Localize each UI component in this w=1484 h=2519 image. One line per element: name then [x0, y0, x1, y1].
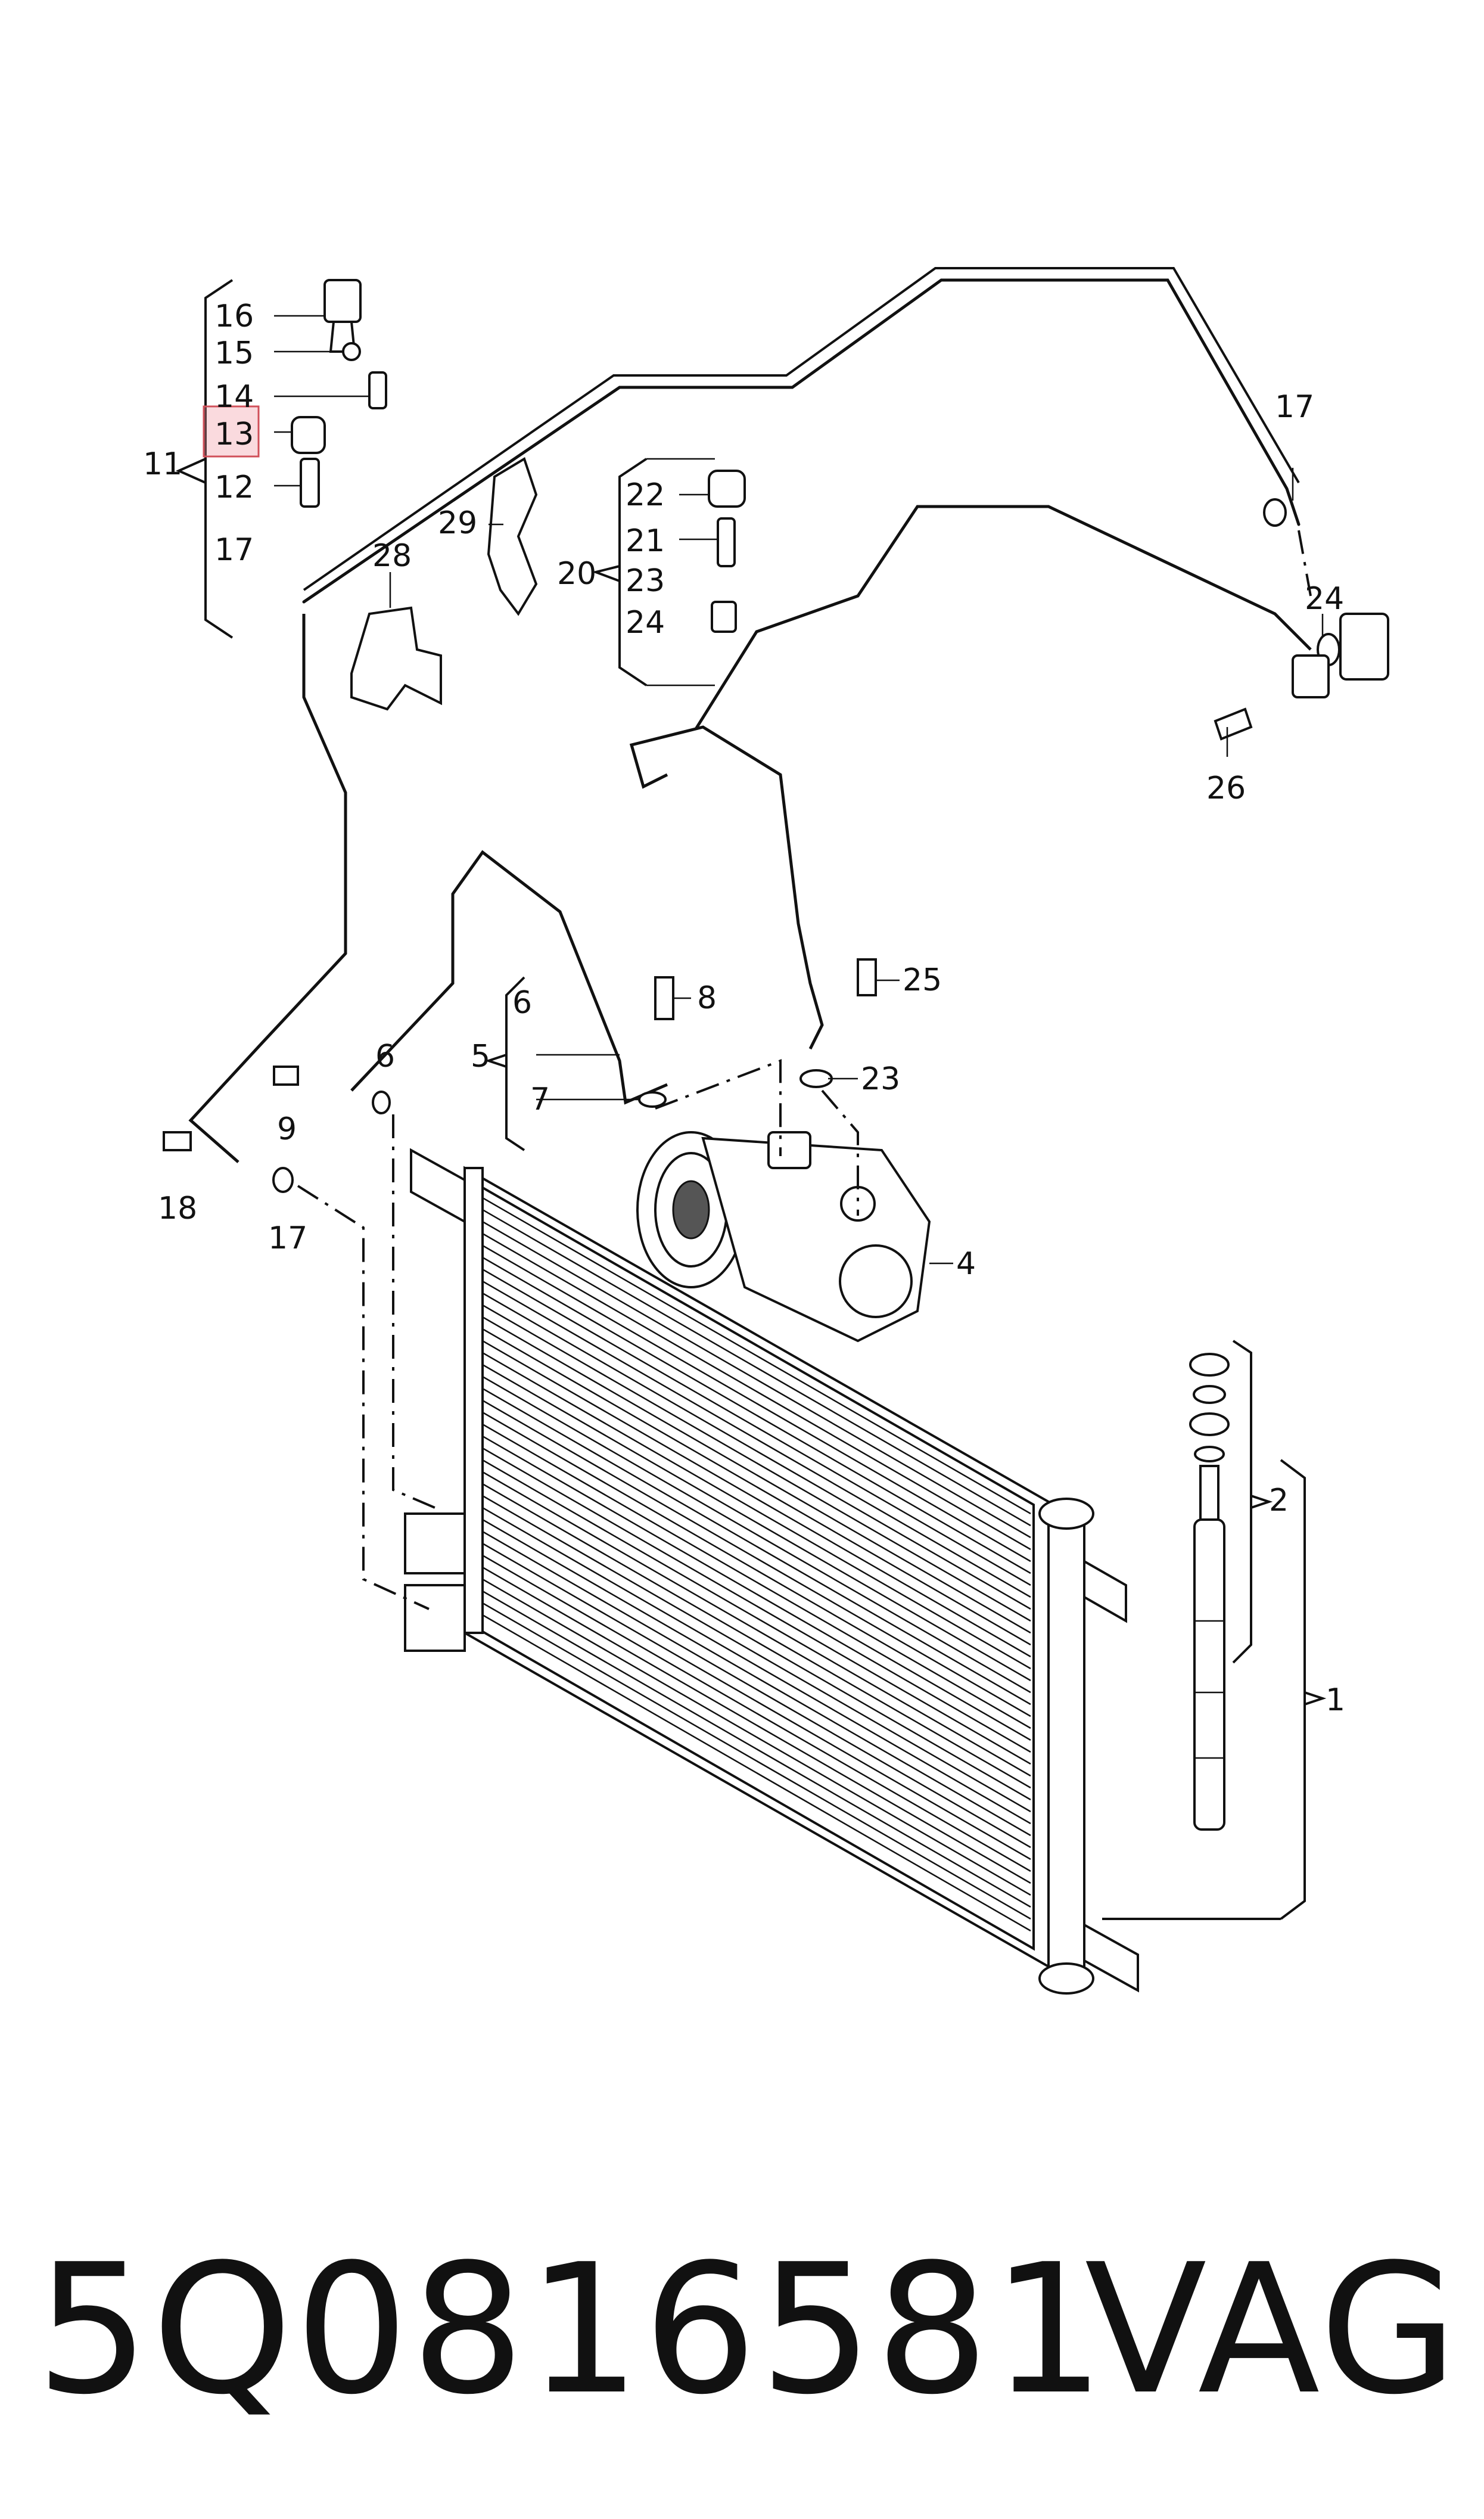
callout-13: 13 — [214, 417, 254, 452]
callout-7: 7 — [530, 1082, 550, 1117]
condenser-fin — [482, 1387, 1031, 1706]
connector-block — [1214, 498, 1389, 741]
condenser-fin — [482, 1411, 1031, 1729]
condenser-fin — [482, 1197, 1031, 1515]
callout-17c: 17 — [268, 1220, 307, 1256]
condenser-fin — [482, 1590, 1031, 1908]
condenser-fin — [482, 1244, 1031, 1563]
condenser-fin — [482, 1292, 1031, 1610]
callout-23b: 23 — [861, 1061, 900, 1097]
callout-1: 1 — [1326, 1682, 1345, 1718]
condenser-fin — [482, 1328, 1031, 1646]
condenser-fin — [482, 1363, 1031, 1682]
callout-5: 5 — [471, 1039, 490, 1074]
brand-label: VAG — [1084, 2226, 1460, 2434]
condenser-fin — [482, 1435, 1031, 1753]
condenser-fin — [482, 1566, 1031, 1884]
condenser-fin — [482, 1447, 1031, 1765]
condenser-fin — [482, 1602, 1031, 1920]
callout-22: 22 — [626, 477, 665, 513]
callout-17b: 17 — [1275, 389, 1314, 425]
compressor — [636, 1131, 931, 1343]
condenser-fin — [482, 1352, 1031, 1670]
condenser-fin — [482, 1459, 1031, 1777]
callout-4: 4 — [956, 1246, 976, 1282]
callout-29: 29 — [438, 505, 477, 541]
callout-labels: 1 2 4 5 6 6 7 8 9 11 12 13 14 15 16 17 1… — [143, 299, 1345, 1718]
callout-21: 21 — [626, 523, 665, 559]
condenser-fin — [482, 1578, 1031, 1896]
callout-2: 2 — [1269, 1483, 1289, 1518]
condenser-fin — [482, 1209, 1031, 1527]
callout-20: 20 — [557, 556, 596, 592]
callout-17a: 17 — [214, 532, 254, 568]
condenser-fin — [482, 1280, 1031, 1598]
callout-25: 25 — [903, 962, 942, 998]
condenser — [404, 1148, 1139, 1995]
callout-6a: 6 — [512, 985, 532, 1021]
condenser-fin — [482, 1423, 1031, 1741]
callout-8: 8 — [697, 980, 717, 1016]
condenser-fin — [482, 1399, 1031, 1717]
callout-11: 11 — [143, 446, 182, 482]
callout-26: 26 — [1206, 771, 1246, 806]
condenser-fin — [482, 1316, 1031, 1634]
condenser-fin — [482, 1530, 1031, 1849]
condenser-fin — [482, 1483, 1031, 1801]
callout-15: 15 — [214, 336, 254, 371]
part-number: 5Q0816581 — [36, 2226, 1108, 2434]
highlight-box — [203, 405, 260, 458]
callout-28: 28 — [372, 538, 412, 574]
condenser-fin — [482, 1340, 1031, 1658]
bolts — [163, 958, 877, 1193]
parts-diagram: 1 2 4 5 6 6 7 8 9 11 12 13 14 15 16 17 1… — [143, 267, 1389, 1995]
callout-12: 12 — [214, 470, 254, 505]
callout-16: 16 — [214, 299, 254, 334]
pressure-switch-assembly — [291, 279, 746, 633]
condenser-fin — [482, 1542, 1031, 1860]
condenser-fin — [482, 1375, 1031, 1694]
callout-14: 14 — [214, 379, 254, 415]
drier-cartridge — [1189, 1353, 1230, 1831]
condenser-fin — [482, 1554, 1031, 1872]
bracket-lines — [176, 279, 1327, 1920]
condenser-fin — [482, 1495, 1031, 1813]
condenser-fin — [482, 1507, 1031, 1825]
hose-clips — [350, 457, 538, 711]
condenser-fin — [482, 1614, 1031, 1932]
callout-24a: 24 — [626, 605, 665, 641]
callout-24b: 24 — [1305, 581, 1344, 617]
callout-18: 18 — [158, 1191, 197, 1226]
assembly-lines — [297, 530, 1312, 1610]
condenser-fin — [482, 1232, 1031, 1551]
callout-6b: 6 — [375, 1039, 395, 1074]
condenser-fin — [482, 1471, 1031, 1789]
condenser-fin — [482, 1268, 1031, 1586]
callout-9: 9 — [277, 1111, 297, 1147]
condenser-fin — [482, 1220, 1031, 1539]
condenser-fin — [482, 1256, 1031, 1574]
footer: 5Q0816581 VAG — [0, 2205, 1484, 2455]
callout-23a: 23 — [626, 563, 665, 599]
condenser-fin — [482, 1304, 1031, 1622]
refrigerant-lines — [188, 267, 1312, 1163]
condenser-fin — [482, 1518, 1031, 1837]
